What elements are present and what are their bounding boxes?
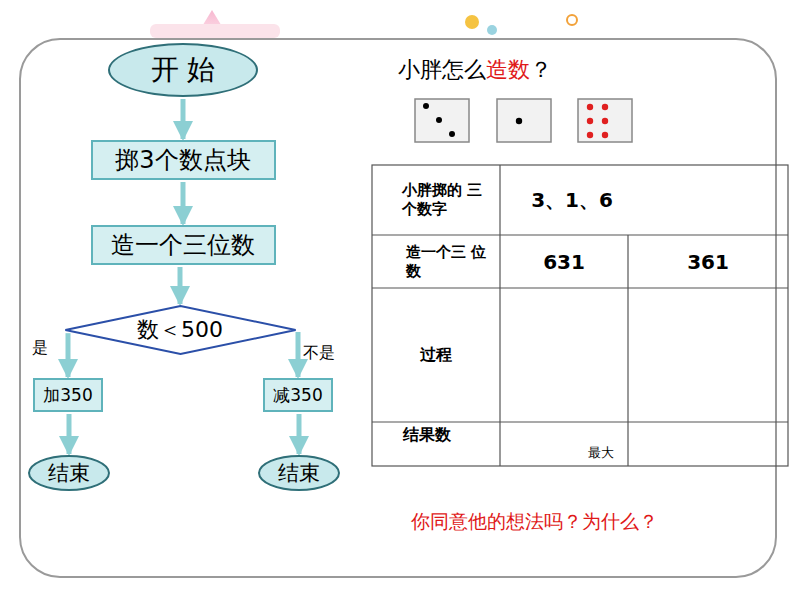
table-cell-box: 小胖掷的 三个数字 <box>376 168 498 232</box>
table-cell: 631 <box>543 249 585 275</box>
table-cell: 小胖掷的 三个数字 <box>402 181 494 220</box>
table-cell: 3、1、6 <box>531 187 613 213</box>
table-note: 最大 <box>588 444 614 462</box>
node-text: 造一个三位数 <box>111 229 255 261</box>
branch-label: 是 <box>32 338 48 359</box>
die-three <box>415 99 469 142</box>
deco-dot <box>567 15 577 25</box>
table-cell: 结果数 <box>403 425 451 446</box>
flow-arrow <box>66 333 71 377</box>
question-text: 你同意他的想法吗？为什么？ <box>411 509 658 535</box>
table-cell-box: 结果数 <box>372 422 482 448</box>
node-text: 开 始 <box>151 51 216 89</box>
table-cell-box: 361 <box>628 235 788 288</box>
start-ellipse: 开 始 <box>108 43 258 97</box>
die-one <box>497 99 551 142</box>
flow-arrow <box>181 182 186 224</box>
heading: 小胖怎么造数？ <box>398 55 552 85</box>
branch-label: 不是 <box>303 343 335 364</box>
end-ellipse: 结束 <box>28 455 110 491</box>
table-cell-box: 631 <box>500 235 628 288</box>
flow-arrow <box>297 414 302 454</box>
process-box: 造一个三位数 <box>91 225 276 265</box>
node-text: 结束 <box>48 459 90 487</box>
process-box: 掷3个数点块 <box>91 140 276 180</box>
die-six <box>578 99 632 142</box>
table-cell: 361 <box>687 249 729 275</box>
heading-highlight: 造数 <box>486 57 530 82</box>
flow-arrow <box>181 99 186 139</box>
table-cell: 过程 <box>420 345 452 366</box>
end-ellipse: 结束 <box>258 455 340 491</box>
node-text: 减350 <box>273 384 322 407</box>
node-text: 加350 <box>43 384 92 407</box>
node-text: 结束 <box>278 459 320 487</box>
process-box: 减350 <box>263 378 333 412</box>
slide-frame <box>20 39 776 577</box>
flow-arrow <box>67 414 72 454</box>
flow-arrow <box>178 267 183 304</box>
table-cell-box: 过程 <box>372 288 500 422</box>
deco-dot <box>487 25 497 35</box>
process-box: 加350 <box>33 378 103 412</box>
table-cell-box: 3、1、6 <box>428 165 716 235</box>
table-cell: 造一个三 位数 <box>406 243 498 282</box>
dice <box>415 99 632 142</box>
table-cell-box: 造一个三 位数 <box>376 238 498 286</box>
deco-band <box>150 24 280 38</box>
heading-text: ？ <box>530 57 552 82</box>
decision-diamond: 数＜500 <box>63 305 298 355</box>
heading-text: 小胖怎么 <box>398 57 486 82</box>
table-grid <box>372 165 788 466</box>
flow-arrow <box>296 332 301 377</box>
node-text: 数＜500 <box>137 315 223 345</box>
node-text: 掷3个数点块 <box>115 144 250 176</box>
deco-dot <box>465 15 479 29</box>
